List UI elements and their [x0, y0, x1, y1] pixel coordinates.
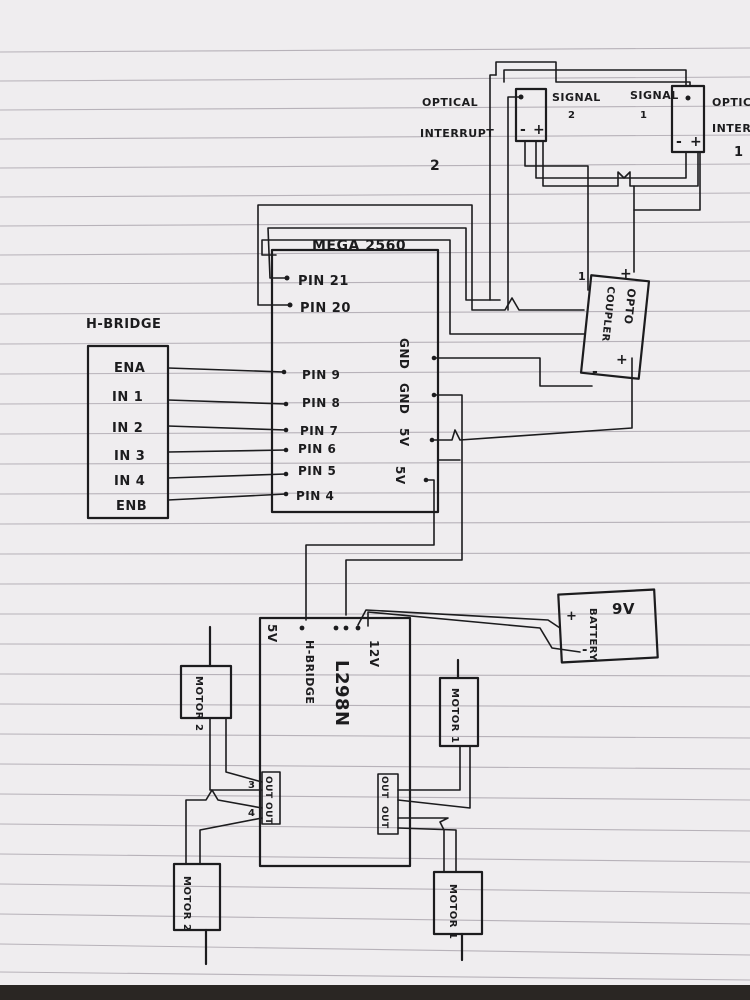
svg-text:+: +: [690, 134, 702, 150]
motor-2-top: MOTOR 2: [179, 625, 233, 731]
svg-text:-: -: [676, 134, 682, 150]
opto-plus-bottom: +: [616, 352, 628, 368]
mega-2560-board: MEGA 2560 PIN 21 PIN 20 PIN 9 PIN 8 PIN …: [270, 238, 440, 514]
opto-plus-top: +: [620, 266, 632, 282]
l298n-5v-label: 5V: [265, 624, 279, 643]
optical-interrupt-1-number: 1: [734, 145, 744, 160]
battery-wiring: [357, 609, 581, 653]
opto-coupler: OPTO COUPLER + + - 1: [578, 266, 651, 380]
motor-wiring: [185, 717, 471, 873]
signal-1-label: SIGNAL: [630, 89, 679, 102]
motor-2-bottom-label: MOTOR 2: [181, 876, 192, 931]
svg-text:+: +: [533, 122, 545, 138]
motor-2-bottom: MOTOR 2: [172, 862, 222, 966]
motor-1-top-label: MOTOR 1: [449, 688, 460, 743]
opto-pin-one: 1: [578, 270, 586, 283]
notebook-rules: [0, 47, 750, 981]
mega-wiring: [257, 204, 633, 621]
enb-label: ENB: [116, 499, 147, 514]
coupler-label: COUPLER: [599, 286, 616, 343]
hbridge-header: H-BRIDGE ENA IN 1 IN 2 IN 3 IN 4 ENB: [86, 317, 170, 520]
in4-label: IN 4: [114, 474, 145, 489]
signal-2-label: SIGNAL: [552, 91, 601, 104]
svg-text:+: +: [566, 609, 577, 624]
signal-2-number: 2: [568, 110, 575, 121]
pin-6-label: PIN 6: [298, 442, 336, 456]
pin-20-label: PIN 20: [300, 301, 351, 316]
motor-1-top: MOTOR 1: [438, 658, 480, 748]
hbridge-header-title: H-BRIDGE: [86, 317, 161, 332]
pin-8-label: PIN 8: [302, 396, 340, 410]
out-4-label: 4: [248, 808, 255, 819]
optical-interrupt-2-label: OPTICAL: [422, 96, 478, 109]
5v-2-label: 5V: [393, 466, 407, 485]
svg-text:-: -: [520, 122, 526, 138]
pin-7-label: PIN 7: [300, 424, 338, 438]
in3-label: IN 3: [114, 449, 145, 464]
motor-1-bottom: MOTOR 1: [432, 870, 484, 962]
motor-1-bottom-label: MOTOR 1: [447, 884, 458, 939]
mega-title: MEGA 2560: [312, 238, 406, 254]
optical-interrupt-1-label-2: INTER: [712, 122, 750, 135]
out-right-1: OUT: [379, 776, 389, 799]
gnd-1-label: GND: [397, 338, 411, 369]
in1-label: IN 1: [112, 390, 143, 405]
in2-label: IN 2: [112, 421, 143, 436]
out-left-2: OUT: [263, 802, 273, 825]
pin-21-label: PIN 21: [298, 274, 349, 289]
out-3-label: 3: [248, 780, 255, 791]
optical-interrupt-2-number: 2: [430, 158, 440, 174]
battery-label: BATTERY: [587, 608, 598, 661]
pin-4-label: PIN 4: [296, 489, 334, 503]
5v-1-label: 5V: [397, 428, 411, 447]
optical-interrupt-1-label: OPTICAL: [712, 96, 750, 109]
motor-2-top-label: MOTOR 2: [193, 676, 204, 731]
out-left-1: OUT: [263, 776, 273, 799]
gnd-2-label: GND: [397, 383, 411, 414]
out-right-2: OUT: [379, 806, 389, 829]
l298n-board: 5V 12V L298N H-BRIDGE OUT OUT OUT OUT 3 …: [248, 616, 412, 868]
optical-sensor-2: - +: [514, 87, 548, 143]
pin-9-label: PIN 9: [302, 368, 340, 382]
svg-text:-: -: [582, 643, 588, 658]
l298n-12v-label: 12V: [367, 640, 381, 668]
signal-1-number: 1: [640, 110, 647, 121]
optical-sensor-1: - +: [670, 84, 706, 154]
opto-minus: -: [592, 364, 598, 380]
ena-label: ENA: [114, 361, 145, 376]
pin-5-label: PIN 5: [298, 464, 336, 478]
sensor-wiring: [489, 61, 701, 311]
battery-voltage: 9V: [612, 600, 635, 618]
l298n-title: L298N: [331, 660, 352, 727]
l298n-subtitle: H-BRIDGE: [303, 640, 316, 704]
hbridge-to-mega-wiring: [167, 367, 289, 501]
optical-interrupt-2-label-2: INTERRUPT: [420, 127, 494, 140]
opto-label: OPTO: [621, 288, 638, 325]
